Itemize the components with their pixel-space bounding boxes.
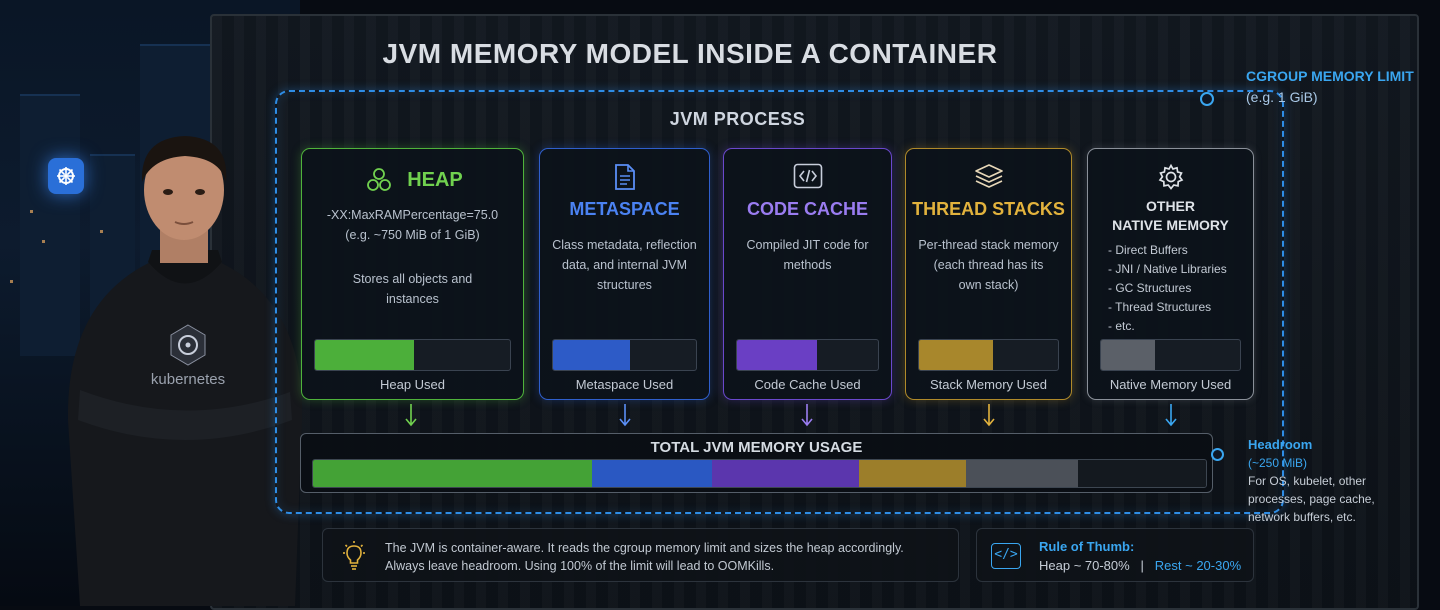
metaspace-desc-3: structures (597, 278, 652, 292)
rule-separator: | (1140, 558, 1144, 573)
cgroup-limit-connector (1200, 92, 1214, 106)
rule-heap-share: Heap ~ 70-80% (1039, 558, 1130, 573)
cubes-icon (234, 167, 523, 195)
list-item: - Thread Structures (1108, 300, 1212, 314)
rule-rest-share: Rest ~ 20-30% (1154, 558, 1242, 573)
thread-stacks-desc-3: own stack) (958, 278, 1019, 292)
cgroup-limit-name: CGROUP MEMORY LIMIT (1246, 68, 1414, 84)
total-jvm-memory-label: TOTAL JVM MEMORY USAGE (650, 439, 863, 456)
headroom-desc-2: processes, page cache, (1248, 492, 1375, 506)
native-memory-list: - Direct Buffers - JNI / Native Librarie… (1108, 241, 1227, 336)
thread-stacks-usage-bar (918, 339, 1059, 371)
total-segment-heap (313, 460, 592, 487)
jvm-process-label: JVM PROCESS (669, 109, 806, 129)
cgroup-limit-label: CGROUP MEMORY LIMIT (e.g. 1 GiB) (1246, 66, 1414, 108)
code-cache-used-label: Code Cache Used (754, 377, 861, 392)
document-icon (540, 163, 709, 191)
thread-stacks-usage-fill (919, 340, 993, 370)
container-aware-note: The JVM is container-aware. It reads the… (322, 528, 959, 582)
metaspace-desc-2: data, and internal JVM (561, 258, 688, 272)
note-line-1: The JVM is container-aware. It reads the… (385, 541, 904, 555)
code-icon (724, 163, 891, 191)
thread-stacks-card: THREAD STACKS Per-thread stack memory (e… (905, 148, 1072, 400)
total-jvm-memory-bar (312, 459, 1207, 488)
gear-icon (1088, 163, 1253, 191)
kubernetes-logo-icon (48, 158, 84, 194)
heap-usage-bar (314, 339, 511, 371)
code-cache-card: CODE CACHE Compiled JIT code for methods… (723, 148, 892, 400)
code-cache-down-arrow-icon (801, 404, 813, 427)
native-title-2: NATIVE MEMORY (1112, 217, 1229, 233)
stack-memory-used-label: Stack Memory Used (929, 377, 1048, 392)
native-memory-card: OTHER NATIVE MEMORY - Direct Buffers - J… (1087, 148, 1254, 400)
list-item: - etc. (1108, 319, 1135, 333)
heap-used-label: Heap Used (379, 377, 446, 392)
total-segment-headroom (1078, 460, 1206, 487)
lightbulb-icon (343, 541, 365, 570)
headroom-value: (~250 MiB) (1248, 456, 1308, 470)
code-cache-desc-2: methods (783, 258, 832, 272)
list-item: - GC Structures (1108, 281, 1192, 295)
metaspace-usage-bar (552, 339, 697, 371)
heap-desc-2: instances (386, 292, 439, 306)
metaspace-desc-1: Class metadata, reflection (552, 238, 697, 252)
total-segment-metaspace (591, 460, 713, 487)
heap-desc-1: Stores all objects and (352, 272, 473, 286)
code-cache-usage-bar (736, 339, 879, 371)
thread-stacks-title: THREAD STACKS (912, 199, 1065, 219)
hoodie-logo-text: kubernetes (151, 371, 225, 388)
heap-title: HEAP (407, 169, 463, 191)
cgroup-limit-boundary (275, 90, 1284, 514)
headroom-connector (1211, 448, 1224, 461)
rule-of-thumb-panel: </> Rule of Thumb: Heap ~ 70-80% | Rest … (976, 528, 1254, 582)
total-segment-code-cache (712, 460, 859, 487)
thread-stacks-desc-2: (each thread has its (933, 258, 1044, 272)
native-usage-bar (1100, 339, 1241, 371)
heap-card: HEAP -XX:MaxRAMPercentage=75.0 (e.g. ~75… (301, 148, 524, 400)
heap-usage-fill (315, 340, 415, 370)
list-item: - JNI / Native Libraries (1108, 262, 1227, 276)
code-cache-desc-1: Compiled JIT code for (746, 238, 869, 252)
rule-of-thumb-title: Rule of Thumb: (1039, 539, 1135, 554)
native-down-arrow-icon (1165, 404, 1177, 427)
metaspace-used-label: Metaspace Used (575, 377, 674, 392)
headroom-desc-3: network buffers, etc. (1248, 510, 1356, 524)
rule-of-thumb-line: Heap ~ 70-80% | Rest ~ 20-30% (1039, 558, 1241, 573)
total-segment-thread-stacks (858, 460, 966, 487)
code-cache-usage-fill (737, 340, 818, 370)
presenter-person: kubernetes (67, 136, 303, 606)
metaspace-down-arrow-icon (619, 404, 631, 427)
total-jvm-memory-panel: TOTAL JVM MEMORY USAGE (300, 433, 1213, 493)
metaspace-usage-fill (553, 340, 631, 370)
headroom-name: Headroom (1248, 437, 1313, 452)
thread-stacks-down-arrow-icon (983, 404, 995, 427)
code-cache-title: CODE CACHE (746, 199, 868, 219)
code-icon: </> (991, 543, 1021, 569)
heap-down-arrow-icon (405, 404, 417, 427)
note-line-2: Always leave headroom. Using 100% of the… (385, 559, 775, 573)
headroom-annotation: Headroom (~250 MiB) For OS, kubelet, oth… (1248, 436, 1375, 526)
thread-stacks-desc-1: Per-thread stack memory (918, 238, 1059, 252)
heap-flag: -XX:MaxRAMPercentage=75.0 (326, 208, 499, 222)
layers-icon (906, 163, 1071, 191)
native-memory-used-label: Native Memory Used (1109, 377, 1232, 392)
list-item: - Direct Buffers (1108, 243, 1188, 257)
metaspace-card: METASPACE Class metadata, reflection dat… (539, 148, 710, 400)
headroom-desc-1: For OS, kubelet, other (1248, 474, 1367, 488)
native-usage-fill (1101, 340, 1156, 370)
cgroup-limit-example: (e.g. 1 GiB) (1246, 89, 1318, 105)
page-title: JVM MEMORY MODEL INSIDE A CONTAINER (382, 38, 998, 69)
heap-example: (e.g. ~750 MiB of 1 GiB) (345, 228, 480, 242)
native-title-1: OTHER (1146, 198, 1195, 214)
total-segment-native (965, 460, 1079, 487)
note-text: The JVM is container-aware. It reads the… (385, 539, 904, 575)
metaspace-title: METASPACE (569, 199, 680, 219)
